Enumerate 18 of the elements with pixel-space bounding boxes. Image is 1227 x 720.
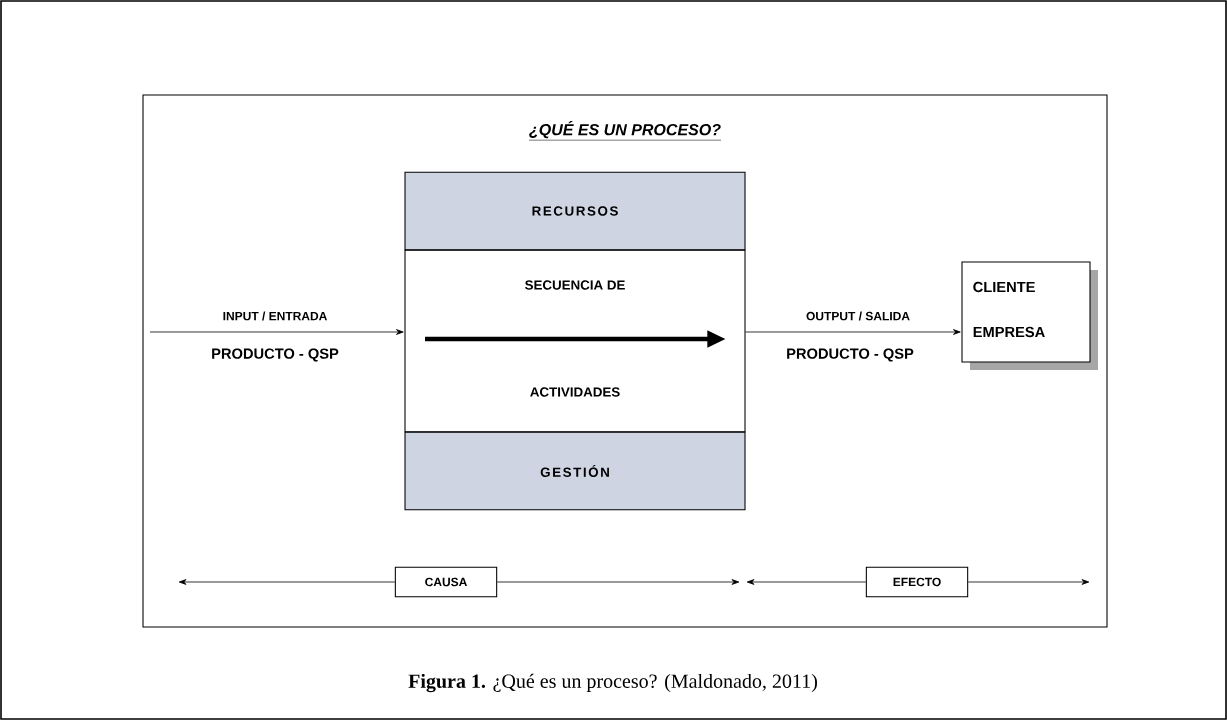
product-label: PRODUCTO - QSP [787,348,914,362]
arrow [746,579,867,585]
label-box: EFECTO [865,566,969,598]
shaded-band: GESTIÓN [404,431,746,511]
caption: Figura 1. ¿Qué es un proceso? (Maldonado, 2011) [408,673,817,693]
arrow [496,579,740,585]
title: ¿QUÉ ES UN PROCESO? [528,121,722,141]
arrow [149,329,404,335]
arrow [967,579,1090,585]
edge-label: OUTPUT / SALIDA [806,311,910,321]
label-box: CAUSA [394,566,498,598]
client-box: CLIENTE EMPRESA [961,261,1098,370]
process-box: SECUENCIA DE ACTIVIDADES [404,249,746,433]
product-label: PRODUCTO - QSP [212,348,339,362]
shaded-band: RECURSOS [404,171,746,251]
edge-label: INPUT / ENTRADA [223,311,327,321]
arrow [745,329,961,335]
arrow [178,579,396,585]
